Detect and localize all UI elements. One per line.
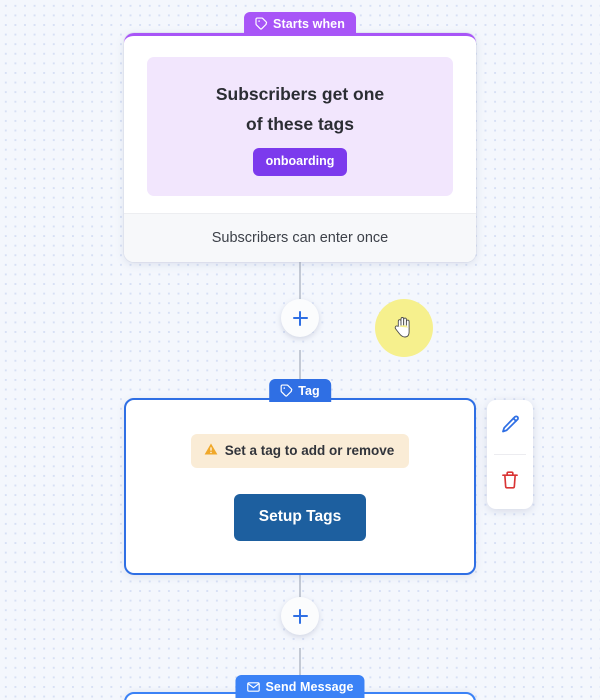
setup-tags-button[interactable]: Setup Tags: [233, 493, 367, 541]
envelope-icon: [246, 680, 260, 694]
tag-pill-onboarding[interactable]: onboarding: [252, 148, 348, 176]
trash-icon: [500, 470, 520, 495]
tag-icon: [280, 384, 293, 397]
warning-triangle-icon: [204, 442, 218, 459]
connector-line-add-to-tag: [299, 350, 301, 392]
trigger-condition-panel: Subscribers get one of these tags onboar…: [147, 57, 453, 196]
pencil-icon: [500, 414, 521, 440]
connector-line-add-to-message: [299, 648, 301, 692]
trigger-title-line-2: of these tags: [246, 114, 354, 135]
action-panel-divider: [494, 454, 526, 455]
add-step-button-1[interactable]: [281, 299, 319, 337]
tag-warning-badge: Set a tag to add or remove: [190, 434, 410, 468]
node-chip-send-message[interactable]: Send Message: [235, 675, 365, 698]
node-chip-starts-when[interactable]: Starts when: [244, 12, 356, 35]
trigger-title-line-1: Subscribers get one: [215, 84, 385, 104]
trigger-title: Subscribers get one of these tags: [161, 79, 439, 139]
edit-node-button[interactable]: [487, 400, 533, 454]
trigger-node-card[interactable]: Subscribers get one of these tags onboar…: [124, 33, 476, 262]
trigger-node-footer: Subscribers can enter once: [124, 212, 476, 262]
connector-line-tag-to-add: [299, 554, 301, 608]
node-chip-label: Send Message: [265, 679, 354, 694]
node-action-panel: [487, 400, 533, 509]
add-step-button-2[interactable]: [281, 597, 319, 635]
node-chip-tag[interactable]: Tag: [269, 379, 331, 402]
grab-hand-cursor: [394, 315, 415, 345]
tag-node-card[interactable]: Set a tag to add or remove Setup Tags: [124, 398, 476, 575]
tag-warning-text: Set a tag to add or remove: [224, 442, 395, 458]
plus-icon: [292, 310, 308, 326]
node-chip-label: Tag: [298, 383, 320, 398]
delete-node-button[interactable]: [487, 455, 533, 509]
tag-icon: [255, 17, 268, 30]
connector-line-trigger-to-add: [299, 252, 301, 306]
node-chip-label: Starts when: [273, 16, 345, 31]
plus-icon: [292, 608, 308, 624]
trigger-node-body: Subscribers get one of these tags onboar…: [124, 36, 476, 213]
